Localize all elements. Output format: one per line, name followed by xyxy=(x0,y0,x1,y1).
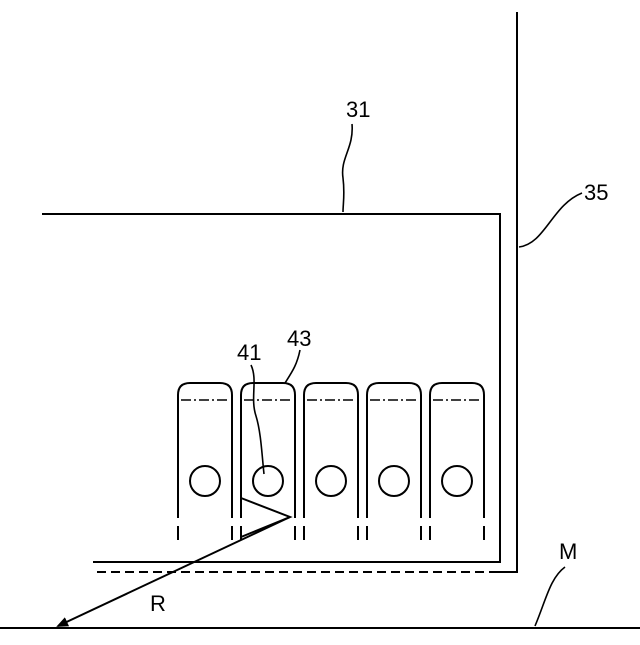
module xyxy=(178,383,232,540)
module-hole xyxy=(379,466,409,496)
leader-31 xyxy=(343,124,353,212)
label-m: M xyxy=(559,539,577,564)
module-outline xyxy=(367,383,421,518)
leader-35 xyxy=(519,193,582,247)
module-outline xyxy=(430,383,484,518)
module-hole xyxy=(190,466,220,496)
module-outline xyxy=(178,383,232,518)
label-31: 31 xyxy=(346,97,370,122)
module-hole xyxy=(253,466,283,496)
module xyxy=(367,383,421,540)
module-outline xyxy=(304,383,358,518)
label-35: 35 xyxy=(584,180,608,205)
leader-m xyxy=(535,567,565,626)
leader-43 xyxy=(285,350,300,383)
leader-41 xyxy=(251,365,264,474)
module xyxy=(304,383,358,540)
label-r: R xyxy=(150,591,166,616)
ray-incident xyxy=(241,498,290,537)
module xyxy=(430,383,484,540)
module-row xyxy=(178,383,484,540)
module-hole xyxy=(316,466,346,496)
module-hole xyxy=(442,466,472,496)
label-41: 41 xyxy=(237,340,261,365)
label-43: 43 xyxy=(287,326,311,351)
module-outline xyxy=(241,383,295,518)
